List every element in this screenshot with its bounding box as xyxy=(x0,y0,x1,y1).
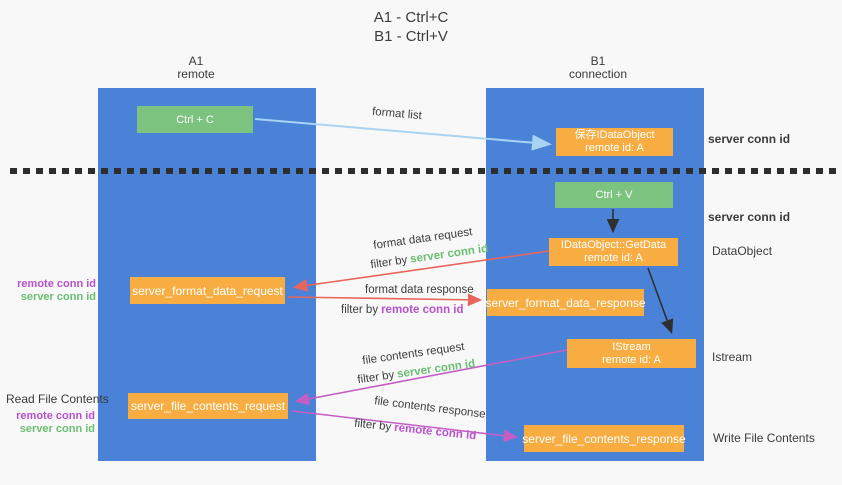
server-conn-id-text: server conn id xyxy=(409,242,489,266)
left-conn-id-pair-1: remote conn id server conn id xyxy=(8,278,96,304)
ctrl-v-box: Ctrl + V xyxy=(555,182,673,208)
right-dataobject-label: DataObject xyxy=(712,244,773,258)
filter-by-text: filter by xyxy=(341,304,379,316)
b1-subtitle: connection xyxy=(568,67,628,81)
server-file-contents-request-box: server_file_contents_request xyxy=(128,393,288,419)
dotted-divider xyxy=(10,168,836,174)
ctrl-v-label: Ctrl + V xyxy=(595,189,633,201)
server-format-data-request-label: server_format_data_request xyxy=(132,283,283,298)
ctrl-c-label: Ctrl + C xyxy=(176,113,214,126)
left-server-conn-id-1: server conn id xyxy=(20,291,96,303)
save-dataobject-line2: remote id: A xyxy=(585,142,644,154)
getdata-line1: IDataObject::GetData xyxy=(560,239,667,251)
filter-by-text: filter by xyxy=(353,417,392,434)
title-line-2: B1 - Ctrl+V xyxy=(374,28,448,45)
label-format-list: format list xyxy=(371,105,423,123)
left-remote-conn-id-2: remote conn id xyxy=(16,410,95,422)
server-file-contents-response-label: server_file_contents_response xyxy=(522,431,686,446)
column-header-b1: B1 connection xyxy=(548,55,648,81)
right-write-file-contents-label: Write File Contents xyxy=(713,431,815,445)
arrow-format-data-response xyxy=(287,293,483,307)
left-server-conn-id-2: server conn id xyxy=(19,423,95,435)
server-format-data-response-label: server_format_data_response xyxy=(485,295,646,310)
label-format-data-response: format data response xyxy=(365,284,474,296)
label-file-contents-response: file contents response xyxy=(373,395,487,421)
right-server-conn-id-top: server conn id xyxy=(708,132,791,146)
remote-conn-id-text: remote conn id xyxy=(393,421,477,443)
filter-by-text: filter by xyxy=(369,254,409,272)
server-file-contents-request-label: server_file_contents_request xyxy=(130,399,286,413)
istream-box: IStream remote id: A xyxy=(567,339,696,368)
a1-subtitle: remote xyxy=(177,67,215,81)
server-format-data-response-box: server_format_data_response xyxy=(485,289,646,316)
save-dataobject-box: 保存IDataObject remote id: A xyxy=(556,128,673,156)
remote-conn-id-text: remote conn id xyxy=(381,304,464,316)
server-format-data-request-box: server_format_data_request xyxy=(130,277,285,304)
istream-line2: remote id: A xyxy=(602,353,661,366)
save-dataobject-line1: 保存IDataObject xyxy=(574,129,655,141)
title-line-1: A1 - Ctrl+C xyxy=(373,9,449,26)
left-remote-conn-id-1: remote conn id xyxy=(17,278,96,290)
server-file-contents-response-box: server_file_contents_response xyxy=(522,425,686,452)
b1-name: B1 xyxy=(590,54,606,68)
right-istream-label: Istream xyxy=(712,350,753,364)
filter-by-text: filter by xyxy=(356,369,396,387)
left-read-file-contents-label: Read File Contents xyxy=(6,392,109,406)
getdata-line2: remote id: A xyxy=(584,252,643,264)
getdata-box: IDataObject::GetData remote id: A xyxy=(549,238,678,266)
left-conn-id-pair-2: remote conn id server conn id xyxy=(7,410,95,436)
istream-line1: IStream xyxy=(612,340,651,353)
column-header-a1: A1 remote xyxy=(146,55,246,81)
diagram-title: A1 - Ctrl+C B1 - Ctrl+V xyxy=(320,8,502,46)
ctrl-c-box: Ctrl + C xyxy=(137,106,253,133)
server-conn-id-text: server conn id xyxy=(396,357,476,381)
a1-name: A1 xyxy=(188,54,204,68)
right-server-conn-id-mid: server conn id xyxy=(708,210,791,224)
